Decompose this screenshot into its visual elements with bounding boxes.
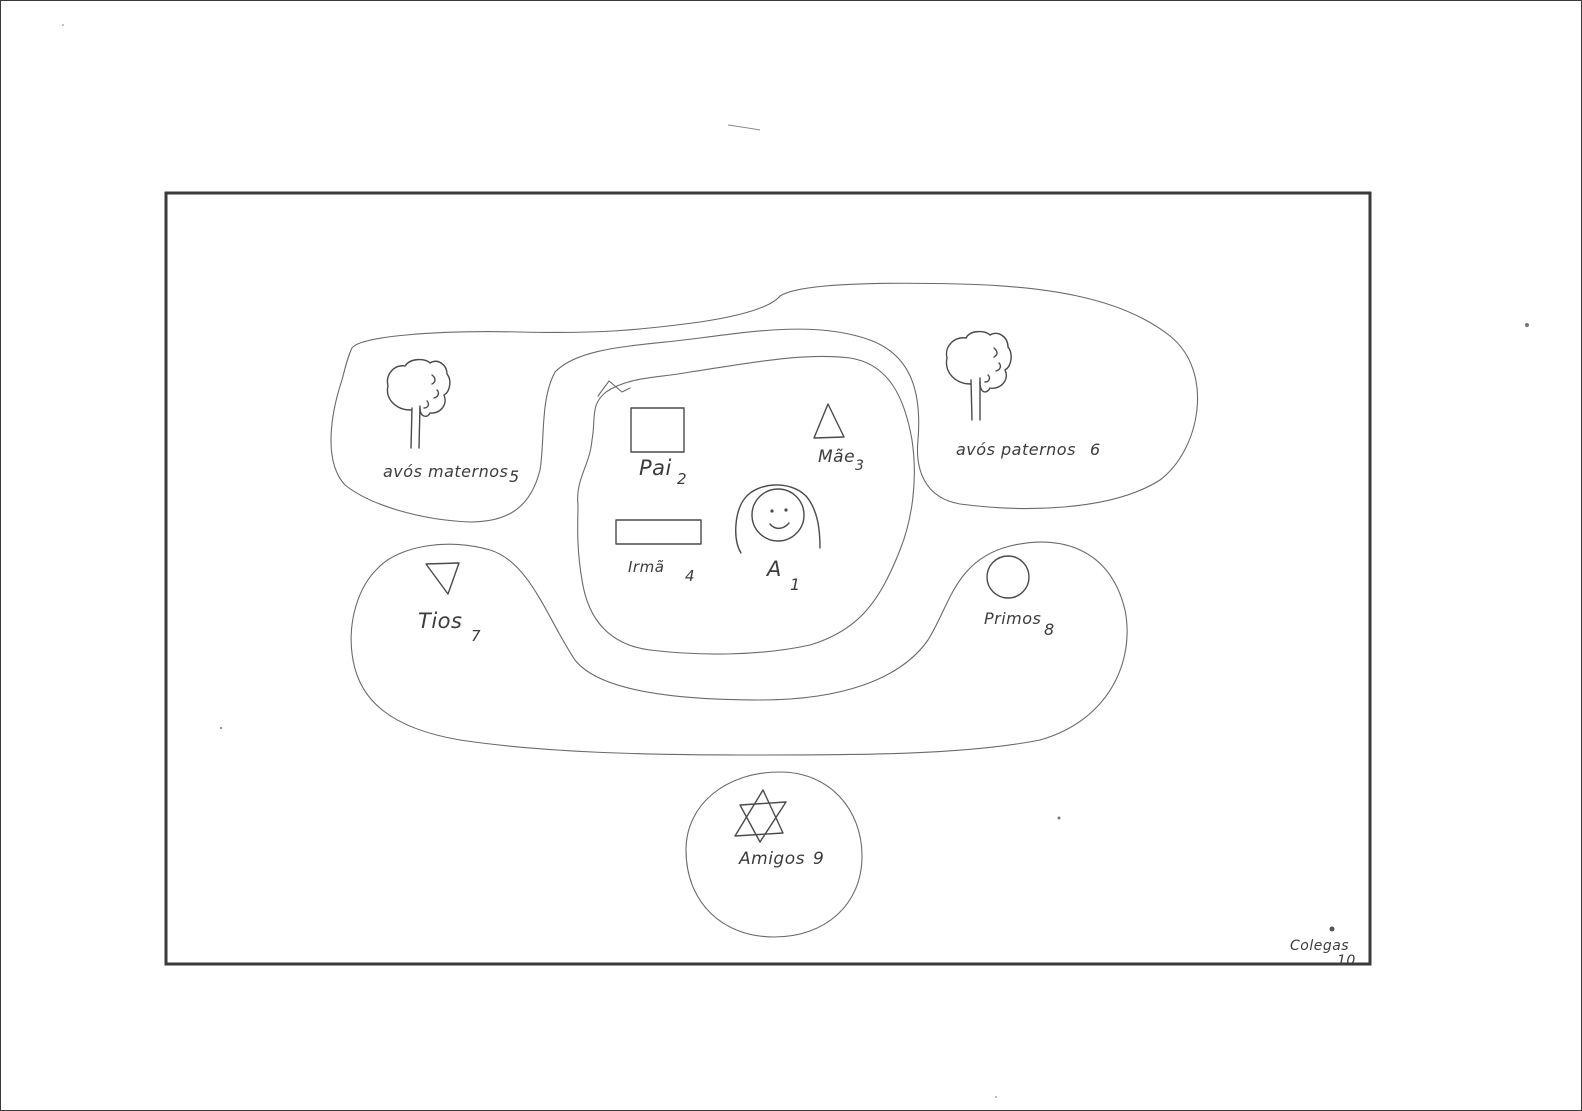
label-mother: Mãe 3 — [818, 447, 864, 474]
svg-text:Irmã: Irmã — [628, 558, 664, 576]
svg-text:Tios: Tios — [418, 609, 462, 633]
svg-text:8: 8 — [1044, 620, 1055, 639]
rectangle-icon — [616, 520, 701, 544]
label-friends: Amigos 9 — [738, 849, 824, 869]
tree-icon — [946, 332, 1011, 420]
label-cousins: Primos 8 — [984, 609, 1055, 639]
svg-text:Colegas: Colegas — [1290, 938, 1349, 954]
svg-text:6: 6 — [1090, 440, 1101, 459]
smiling-face-icon — [736, 485, 820, 553]
extended-family-region — [351, 542, 1127, 755]
triangle-icon — [814, 404, 844, 438]
label-father: Pai 2 — [639, 456, 687, 488]
label-maternal-grandparents: avós maternos 5 — [383, 462, 520, 486]
svg-text:Amigos: Amigos — [738, 849, 805, 869]
svg-text:5: 5 — [509, 467, 520, 486]
scan-specks — [62, 24, 1529, 1098]
svg-text:10: 10 — [1337, 953, 1356, 969]
tree-icon — [387, 360, 449, 448]
svg-text:avós maternos: avós maternos — [383, 462, 508, 481]
label-uncles: Tios 7 — [418, 609, 481, 645]
circle-icon — [987, 556, 1029, 598]
core-family-region — [578, 356, 915, 654]
square-icon — [631, 408, 684, 452]
svg-text:7: 7 — [471, 627, 481, 645]
label-paternal-grandparents: avós paternos 6 — [956, 440, 1101, 459]
svg-text:Mãe: Mãe — [818, 447, 855, 467]
svg-text:3: 3 — [855, 458, 864, 474]
label-sister: Irmã 4 — [628, 558, 695, 585]
svg-text:A: A — [765, 557, 782, 581]
star-icon — [735, 790, 786, 842]
inverted-triangle-icon — [426, 563, 459, 594]
svg-text:avós paternos: avós paternos — [956, 440, 1076, 459]
label-self: A 1 — [765, 557, 801, 594]
svg-text:9: 9 — [813, 849, 824, 869]
svg-text:2: 2 — [677, 470, 687, 488]
svg-text:Primos: Primos — [984, 609, 1041, 628]
svg-text:4: 4 — [685, 567, 695, 585]
svg-text:1: 1 — [790, 575, 801, 594]
svg-text:Pai: Pai — [639, 456, 672, 480]
